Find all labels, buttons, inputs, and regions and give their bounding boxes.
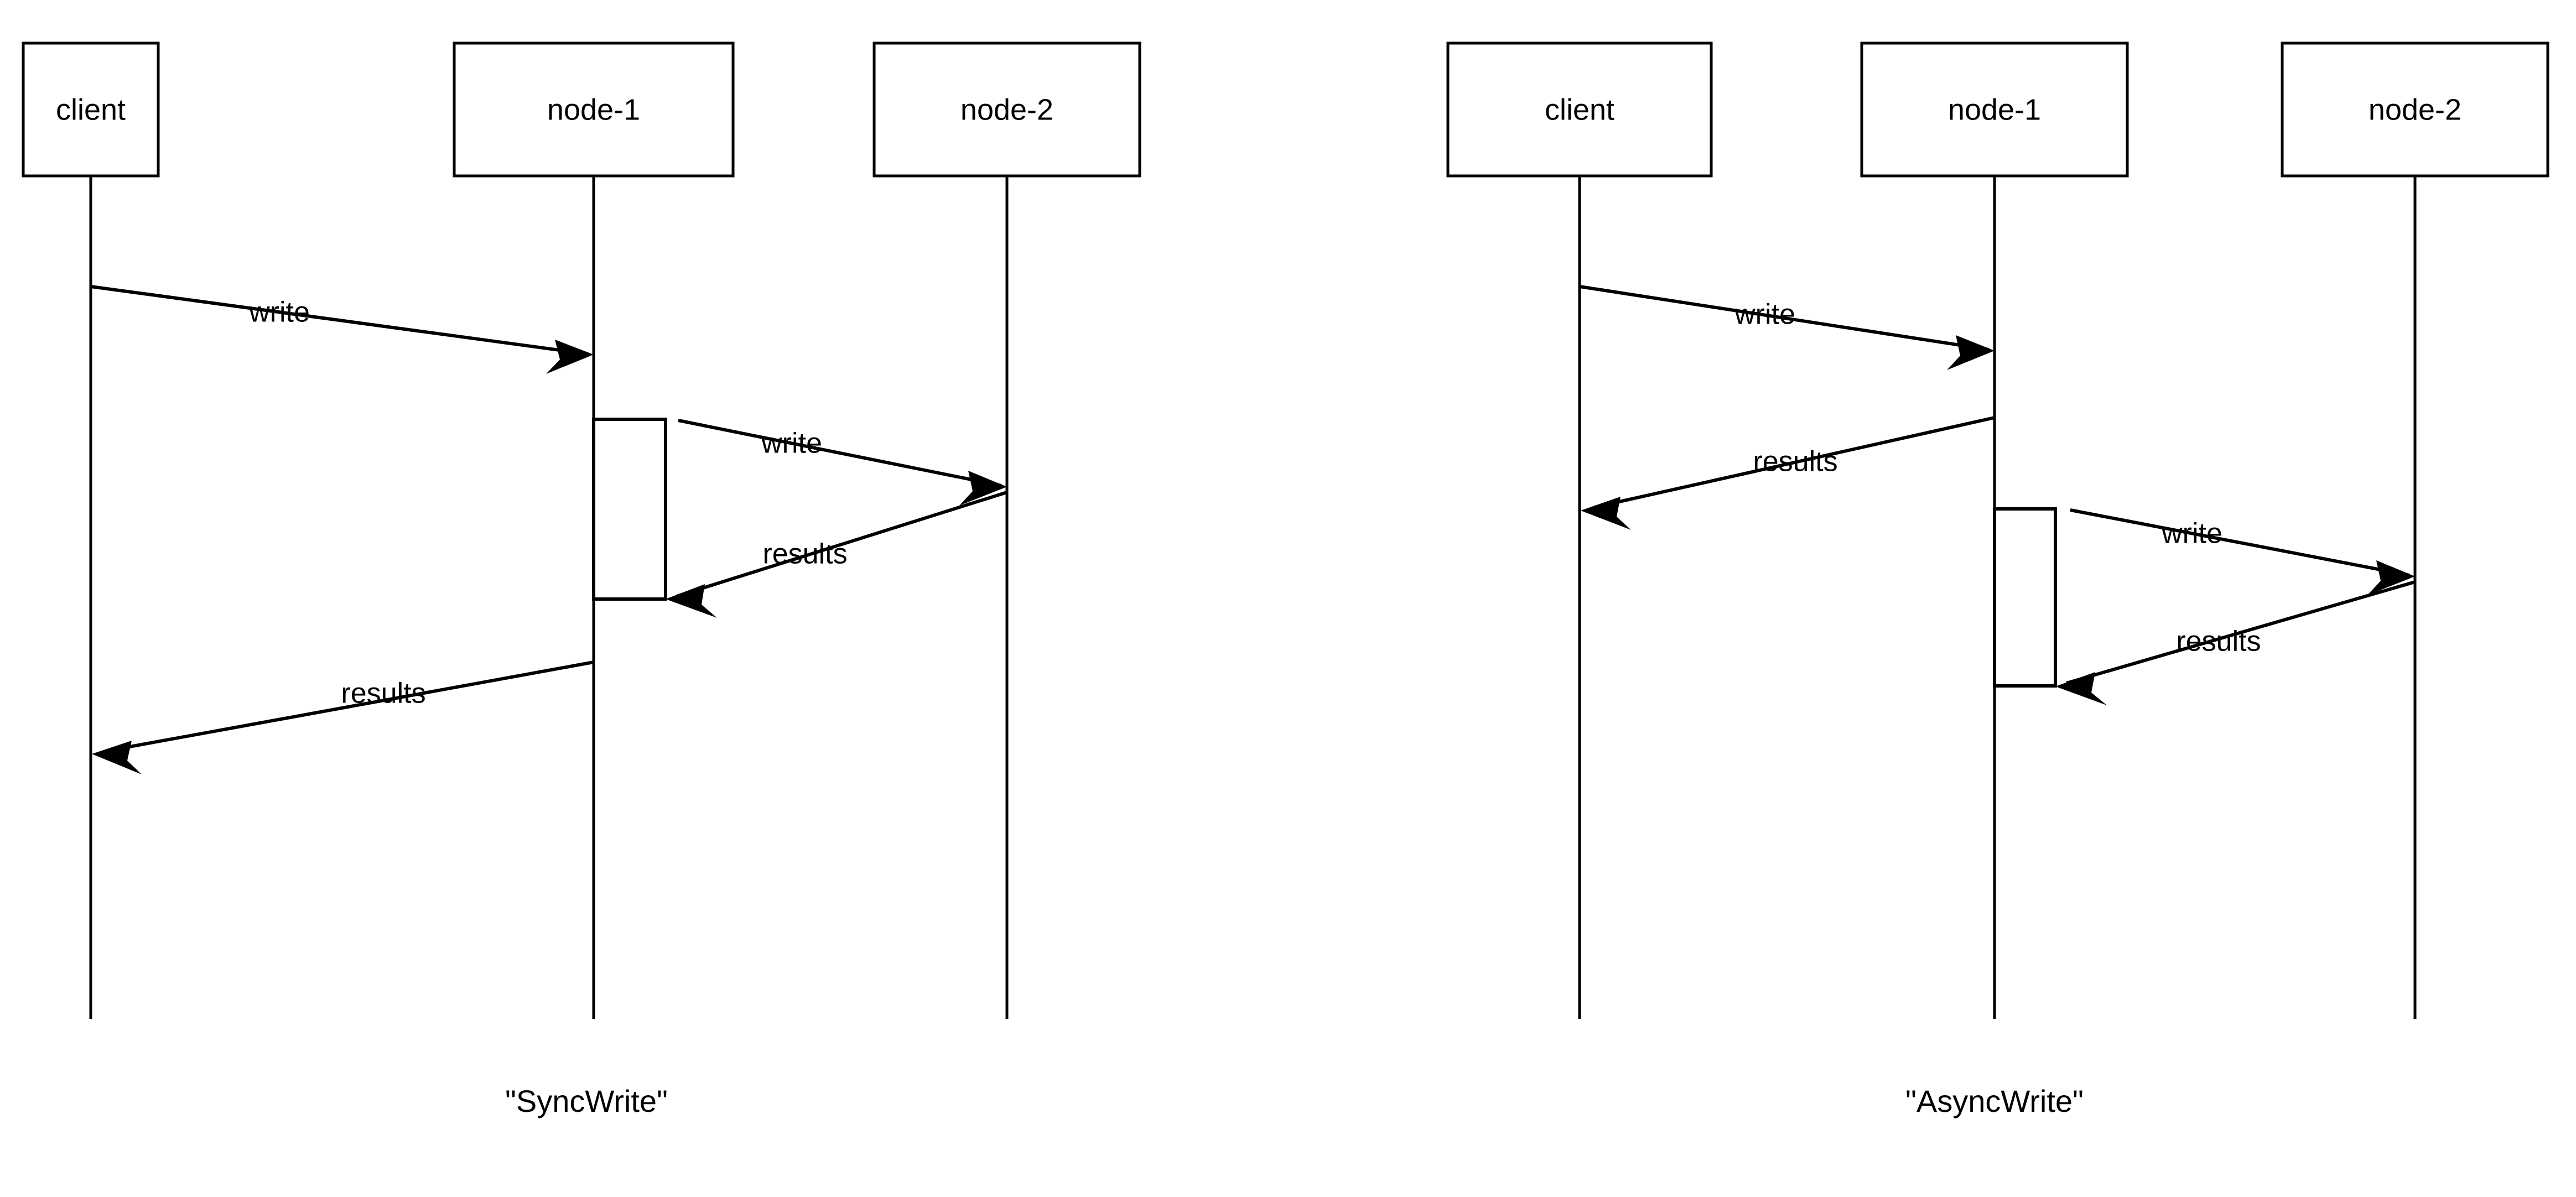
- arrowhead-icon: [1947, 335, 1995, 370]
- message-label: results: [2176, 626, 2261, 658]
- participant-client[interactable]: client: [1446, 41, 1713, 178]
- arrowhead-icon: [92, 741, 142, 774]
- message-line: [2066, 580, 2416, 685]
- participant-client[interactable]: client: [22, 41, 160, 178]
- message-line: [105, 660, 594, 753]
- arrowhead-icon: [546, 340, 594, 374]
- activation-bar-node-1: [1993, 507, 2057, 688]
- participant-box-client[interactable]: [1446, 41, 1713, 178]
- message-label: write: [248, 296, 310, 329]
- diagram-caption-async-write: "AsyncWrite": [1905, 1084, 2084, 1118]
- message-results-node-1-to-client: results: [92, 660, 594, 774]
- participant-label-node-2: node-2: [2369, 93, 2461, 126]
- diagram-caption-sync-write: "SyncWrite": [505, 1084, 668, 1118]
- diagram-sync-write: client node-1 node-2 write: [22, 41, 1141, 1118]
- message-results-node-2-to-node-1: results: [2055, 580, 2416, 705]
- message-results-node-2-to-node-1: results: [666, 491, 1007, 618]
- message-write-client-to-node-1: write: [1579, 285, 1995, 370]
- arrowhead-icon: [666, 584, 717, 618]
- message-line: [676, 491, 1007, 598]
- arrowhead-icon: [959, 471, 1007, 506]
- participant-box-node-1[interactable]: [1860, 41, 2129, 178]
- participant-label-node-1: node-1: [1948, 93, 2041, 126]
- participant-box-node-2[interactable]: [2281, 41, 2549, 178]
- participant-box-node-2[interactable]: [872, 41, 1141, 178]
- message-write-node-1-to-node-2: write: [678, 419, 1007, 506]
- arrowhead-icon: [1581, 497, 1631, 530]
- participant-label-node-1: node-1: [547, 93, 640, 126]
- message-results-node-1-to-client: results: [1581, 416, 1995, 530]
- message-write-client-to-node-1: write: [90, 285, 594, 374]
- message-label: write: [1734, 299, 1795, 331]
- message-label: results: [1753, 446, 1837, 478]
- message-write-node-1-to-node-2: write: [2070, 508, 2415, 595]
- message-line: [90, 285, 589, 356]
- message-label: results: [762, 538, 847, 570]
- participant-node-2[interactable]: node-2: [872, 41, 1141, 178]
- message-label: write: [761, 428, 822, 460]
- participant-label-client: client: [56, 93, 126, 126]
- arrowhead-icon: [2367, 560, 2415, 595]
- participant-node-2[interactable]: node-2: [2281, 41, 2549, 178]
- participant-node-1[interactable]: node-1: [1860, 41, 2129, 178]
- message-line: [678, 419, 1002, 487]
- participant-label-client: client: [1545, 93, 1614, 126]
- message-line: [2070, 508, 2410, 577]
- message-line: [1579, 285, 1990, 351]
- participant-box-client[interactable]: [22, 41, 160, 178]
- diagram-async-write: client node-1 node-2 write: [1446, 41, 2549, 1118]
- participant-box-node-1[interactable]: [453, 41, 735, 178]
- message-label: results: [341, 678, 425, 710]
- arrowhead-icon: [2055, 672, 2107, 705]
- participant-label-node-2: node-2: [960, 93, 1053, 126]
- message-line: [1594, 416, 1995, 509]
- message-label: write: [2161, 518, 2222, 550]
- activation-bar-node-1: [592, 418, 667, 601]
- participant-node-1[interactable]: node-1: [453, 41, 735, 178]
